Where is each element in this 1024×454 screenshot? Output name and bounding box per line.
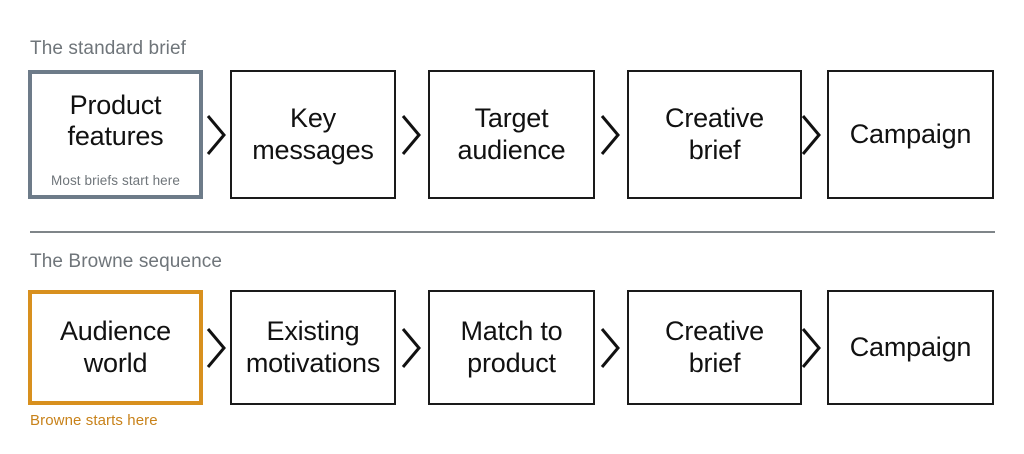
node-key-messages[interactable]: Key messages xyxy=(230,70,396,199)
node-caption-browne-starts-here: Browne starts here xyxy=(30,412,158,429)
chevron-right-icon xyxy=(800,112,822,158)
flow-row-standard: Product features Most briefs start here … xyxy=(0,70,1024,200)
section-heading-browne: The Browne sequence xyxy=(30,251,223,272)
chevron-right-icon xyxy=(599,112,621,158)
section-heading-standard: The standard brief xyxy=(30,38,186,59)
node-existing-motivations[interactable]: Existing motivations xyxy=(230,290,396,405)
chevron-right-icon xyxy=(205,325,227,371)
node-match-to-product[interactable]: Match to product xyxy=(428,290,595,405)
node-campaign[interactable]: Campaign xyxy=(827,290,994,405)
node-product-features[interactable]: Product features Most briefs start here xyxy=(28,70,203,199)
node-label: Campaign xyxy=(849,331,972,362)
node-label: Match to product xyxy=(460,316,563,378)
flow-row-browne: Audience world Existing motivations Matc… xyxy=(0,290,1024,406)
node-label: Creative brief xyxy=(665,316,764,378)
node-label: Target audience xyxy=(457,103,566,165)
chevron-right-icon xyxy=(400,112,422,158)
node-label: Campaign xyxy=(849,118,972,149)
chevron-right-icon xyxy=(205,112,227,158)
node-label: Audience world xyxy=(60,316,171,378)
node-creative-brief[interactable]: Creative brief xyxy=(627,70,802,199)
node-target-audience[interactable]: Target audience xyxy=(428,70,595,199)
node-label: Existing motivations xyxy=(245,316,381,378)
chevron-right-icon xyxy=(599,325,621,371)
node-label: Product features xyxy=(67,90,164,152)
node-label: Key messages xyxy=(252,103,374,165)
chevron-right-icon xyxy=(400,325,422,371)
node-caption-most-briefs-start-here: Most briefs start here xyxy=(51,173,180,188)
node-label: Creative brief xyxy=(665,103,764,165)
section-divider xyxy=(30,231,995,233)
node-creative-brief[interactable]: Creative brief xyxy=(627,290,802,405)
node-audience-world[interactable]: Audience world xyxy=(28,290,203,405)
node-campaign[interactable]: Campaign xyxy=(827,70,994,199)
chevron-right-icon xyxy=(800,325,822,371)
